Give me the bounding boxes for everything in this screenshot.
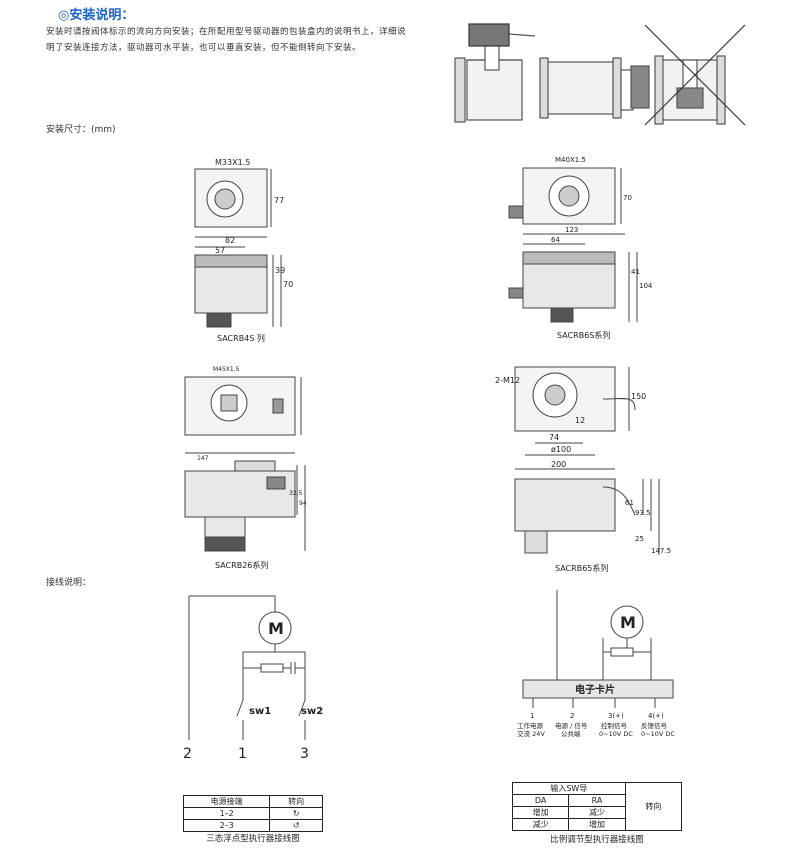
sacrb65-h25: 25 (635, 535, 644, 543)
sacrb65-m12: 2-M12 (495, 376, 520, 385)
terminal-3-l1: 控制信号 (601, 721, 628, 730)
sacrb26-caption: SACRB26系列 (215, 560, 268, 570)
left-terminal-1: 1 (238, 746, 247, 762)
sacrb26-h1: 32.5 (289, 490, 303, 497)
terminal-3-num: 3(+) (608, 712, 624, 720)
sacrb4s-thread: M33X1.5 (215, 158, 250, 167)
right-table-cell: 增加 (511, 806, 570, 819)
sacrb4s-w1: 82 (225, 236, 235, 245)
terminal-4-num: 4(+) (648, 712, 664, 720)
section-title: ◎安装说明： (58, 8, 135, 23)
sacrb4s-h3: 70 (283, 280, 293, 289)
right-table-direction: 转向 (624, 782, 683, 831)
terminal-4-l2: 0~10V DC (641, 730, 675, 738)
right-motor-label: M (620, 613, 636, 632)
sacrb4s-w2: 57 (215, 246, 225, 255)
right-wiring-table: 输入SW导 转向 DA RA 增加 减少 减少 增加 (511, 782, 683, 831)
sacrb4s-h1: 77 (274, 196, 284, 205)
sacrb65-caption: SACRB65系列 (555, 563, 608, 573)
left-table-cell: ↻ (269, 807, 323, 820)
wiring-diagram-left: M sw1 sw2 2 1 3 (183, 595, 323, 762)
orientation-illustrations (454, 23, 746, 126)
terminal-2-l2: 公共端 (561, 729, 581, 738)
sacrb6s-thread: M40X1.5 (555, 156, 586, 164)
left-wiring-caption: 三态浮点型执行器接线图 (206, 834, 300, 844)
sacrb4s-h2: 39 (275, 266, 285, 275)
sacrb6s-drawing: M40X1.5 70 123 64 41 104 SACRB6S系列 (508, 156, 653, 340)
sacrb4s-caption: SACRB4S 列 (217, 333, 265, 343)
sacrb6s-h1: 70 (623, 194, 632, 202)
electronic-card-label: 电子卡片 (575, 683, 615, 696)
sacrb65-d100: ø100 (551, 445, 571, 454)
left-table-header-2: 转向 (269, 795, 323, 808)
sacrb65-w200: 200 (551, 460, 566, 469)
right-table-col-da: DA (511, 794, 570, 807)
terminal-2-l1: 电源 / 信号 (555, 721, 588, 730)
dimension-label: 安装尺寸：(mm) (46, 125, 116, 135)
left-table-cell: 2–3 (182, 819, 271, 832)
left-wiring-table: 电源接端 转向 1–2 ↻ 2–3 ↺ (182, 795, 323, 832)
left-table-cell: 1–2 (182, 807, 271, 820)
sacrb6s-h3: 104 (639, 282, 653, 290)
sacrb65-drawing: 2-M12 150 12 74 ø100 200 61 93.5 25 147.… (495, 366, 671, 573)
sacrb65-d74: 74 (549, 433, 559, 442)
terminal-1-l1: 工作电源 (517, 721, 544, 730)
sacrb6s-h2: 41 (631, 268, 640, 276)
sacrb4s-drawing: M33X1.5 77 82 57 39 70 SACRB4S 列 (194, 158, 293, 343)
left-table-header-1: 电源接端 (182, 795, 271, 808)
sacrb26-w1: 147 (197, 455, 209, 462)
sacrb6s-caption: SACRB6S系列 (557, 330, 610, 340)
left-sw1-label: sw1 (249, 706, 271, 717)
sacrb26-h2: 94 (299, 500, 307, 507)
sacrb65-h935: 93.5 (635, 509, 651, 517)
right-wiring-caption: 比例调节型执行器接线图 (550, 835, 644, 845)
wiring-label: 接线说明： (46, 578, 92, 588)
sacrb65-d150: 150 (631, 392, 646, 401)
terminal-1-num: 1 (530, 712, 534, 720)
left-terminal-2: 2 (183, 746, 192, 762)
right-table-cell: 减少 (511, 818, 570, 831)
left-terminal-3: 3 (300, 746, 309, 762)
wiring-diagram-right: M 电子卡片 1 工作电源 交流 24V 2 电源 / 信号 公共端 3(+) … (517, 590, 675, 738)
right-table-cell: 增加 (568, 818, 626, 831)
sacrb6s-w2: 64 (551, 236, 560, 244)
left-motor-label: M (268, 619, 284, 638)
sacrb26-thread: M45X1.5 (213, 366, 240, 373)
terminal-2-num: 2 (570, 712, 574, 720)
sacrb65-d12: 12 (575, 416, 585, 425)
sacrb65-h1475: 147.5 (651, 547, 671, 555)
terminal-3-l2: 0~10V DC (599, 730, 633, 738)
left-sw2-label: sw2 (301, 706, 323, 717)
right-table-col-ra: RA (568, 794, 626, 807)
sacrb65-h61: 61 (625, 499, 634, 507)
terminal-4-l1: 反馈信号 (641, 721, 668, 730)
left-table-cell: ↺ (269, 819, 323, 832)
right-table-head: 输入SW导 (512, 782, 626, 795)
sacrb26-drawing: M45X1.5 147 32.5 94 SACRB26系列 (184, 366, 307, 570)
terminal-1-l2: 交流 24V (517, 729, 545, 738)
right-table-cell: 减少 (568, 806, 626, 819)
install-paragraph: 安装时请按阀体标示的流向方向安装；在所配用型号驱动器的包装盒内的说明书上，详细说… (46, 27, 407, 53)
sacrb6s-w1: 123 (565, 226, 578, 234)
